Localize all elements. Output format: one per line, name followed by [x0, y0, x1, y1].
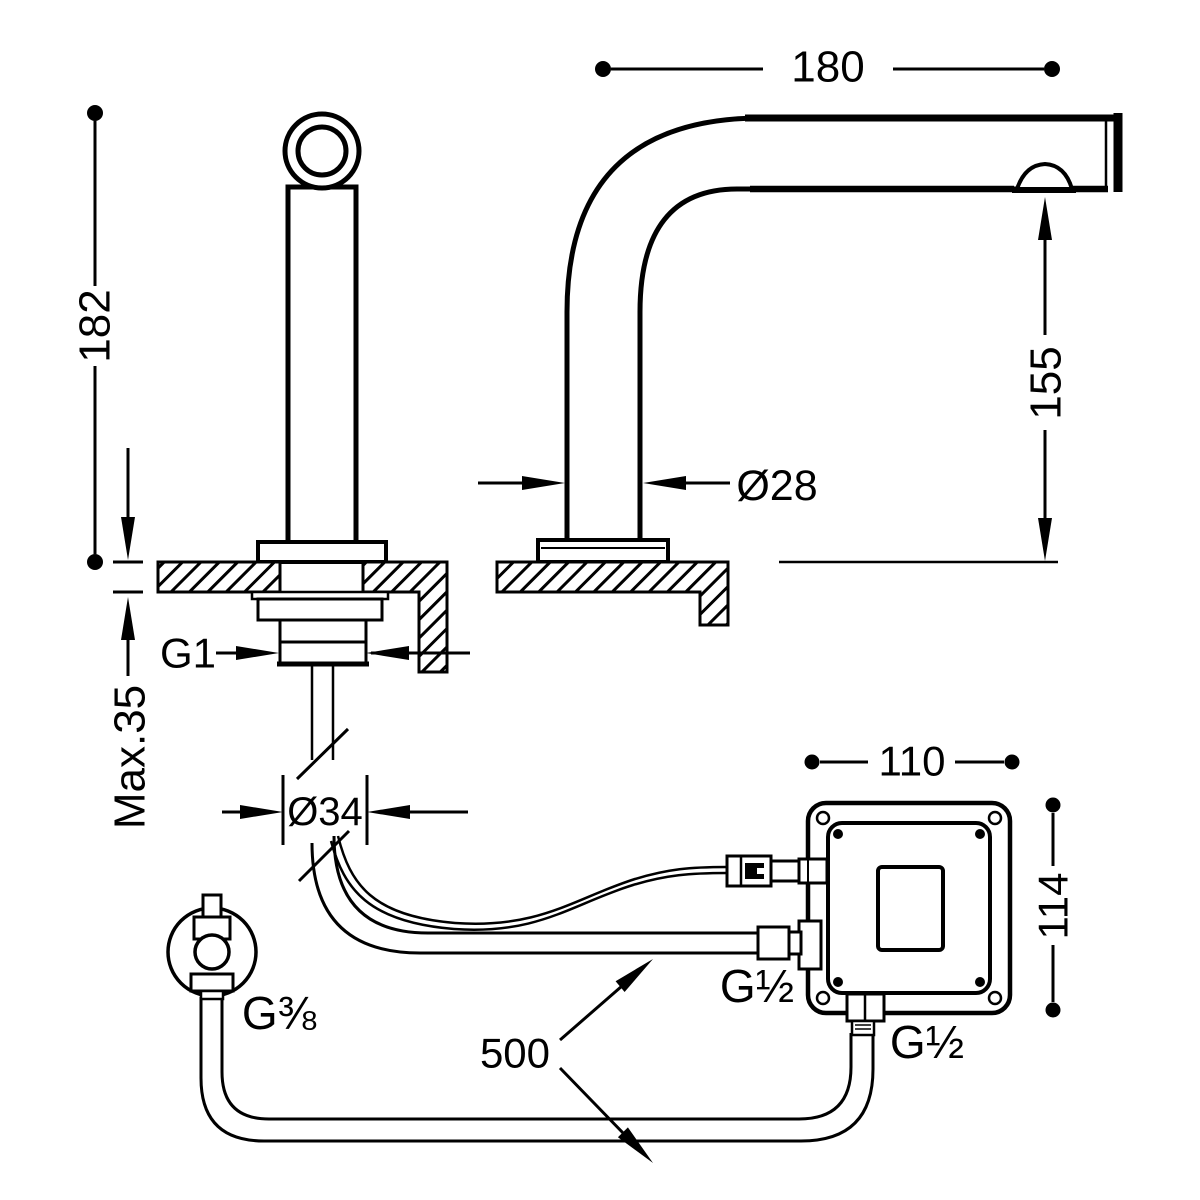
dimension-114: [1045, 797, 1061, 1018]
dim-155-label: 155: [1022, 346, 1071, 419]
screw-hole: [815, 810, 831, 826]
box-cable-stub: [797, 857, 829, 885]
dim-dot: [87, 554, 103, 570]
sensor-eye: [295, 124, 349, 178]
dimension-o28: [478, 476, 730, 490]
hose-length-leaders: [558, 959, 653, 1163]
arrow-up: [1038, 197, 1052, 240]
screw-hole: [815, 990, 831, 1006]
pipe-break-symbol: [295, 727, 351, 883]
dimension-155: [779, 197, 1058, 564]
dim-o34-label: Ø34: [287, 790, 363, 834]
dim-max35-label: Max.35: [106, 685, 155, 829]
dim-500-label: 500: [480, 1030, 550, 1077]
shutoff-valve: [166, 893, 258, 1001]
countertop-right: [495, 560, 730, 627]
spout: [536, 113, 1123, 564]
box-inlet-thread-label: G½: [720, 960, 794, 1012]
screw-hole: [987, 810, 1003, 826]
dim-dot: [1004, 754, 1020, 770]
screw-hole: [987, 990, 1003, 1006]
sensor-column: [256, 111, 388, 564]
dim-110-label: 110: [879, 738, 946, 785]
dim-114-label: 114: [1030, 873, 1077, 940]
leader-arrow: [615, 959, 653, 992]
dim-dot: [87, 105, 103, 121]
box-inlet-fitting: [756, 919, 823, 971]
dimension-182: [87, 105, 103, 570]
arrow-right: [240, 805, 283, 819]
dim-g1-label: G1: [160, 630, 216, 677]
dim-dot: [1044, 61, 1060, 77]
aerator-dome: [1015, 161, 1074, 190]
arrow-left: [643, 476, 686, 490]
dimension-110: [804, 754, 1020, 770]
dim-dot: [1045, 797, 1061, 813]
dim-dot: [1045, 1002, 1061, 1018]
control-box: [805, 800, 1013, 1016]
arrow-down: [1038, 518, 1052, 561]
dim-180-label: 180: [791, 43, 864, 92]
corner-dot: [975, 977, 985, 987]
dimension-180: [595, 61, 1060, 77]
arrow-right: [522, 476, 565, 490]
dim-182-label: 182: [71, 289, 120, 362]
valve-ball: [193, 933, 231, 971]
box-outlet-fitting: [845, 992, 886, 1037]
supply-hose-upper: [310, 835, 758, 955]
box-outlet-thread-label: G½: [890, 1016, 964, 1068]
dim-o28-label: Ø28: [736, 462, 817, 510]
cable-connector: [725, 854, 829, 888]
box-window: [876, 865, 945, 952]
column-base-flange: [256, 540, 388, 564]
leader-arrow: [617, 1127, 653, 1163]
spout-base-flange: [536, 538, 670, 564]
dimension-max35: [113, 448, 143, 676]
arrow-up: [121, 597, 135, 640]
valve-body: [189, 972, 235, 993]
dimension-g1: [216, 646, 470, 660]
arrow-down: [121, 517, 135, 560]
corner-dot: [833, 829, 843, 839]
corner-dot: [975, 829, 985, 839]
mounting-shank: [250, 590, 390, 760]
corner-dot: [833, 977, 843, 987]
dimension-o34: [222, 775, 468, 845]
arrow-right: [236, 646, 279, 660]
valve-thread-label: G⅜: [242, 987, 317, 1039]
dim-dot: [804, 754, 820, 770]
valve-nipple: [199, 989, 225, 1001]
sensor-cable: [329, 835, 728, 931]
arrow-left: [367, 805, 410, 819]
dim-dot: [595, 61, 611, 77]
hose-lower: [199, 997, 875, 1143]
